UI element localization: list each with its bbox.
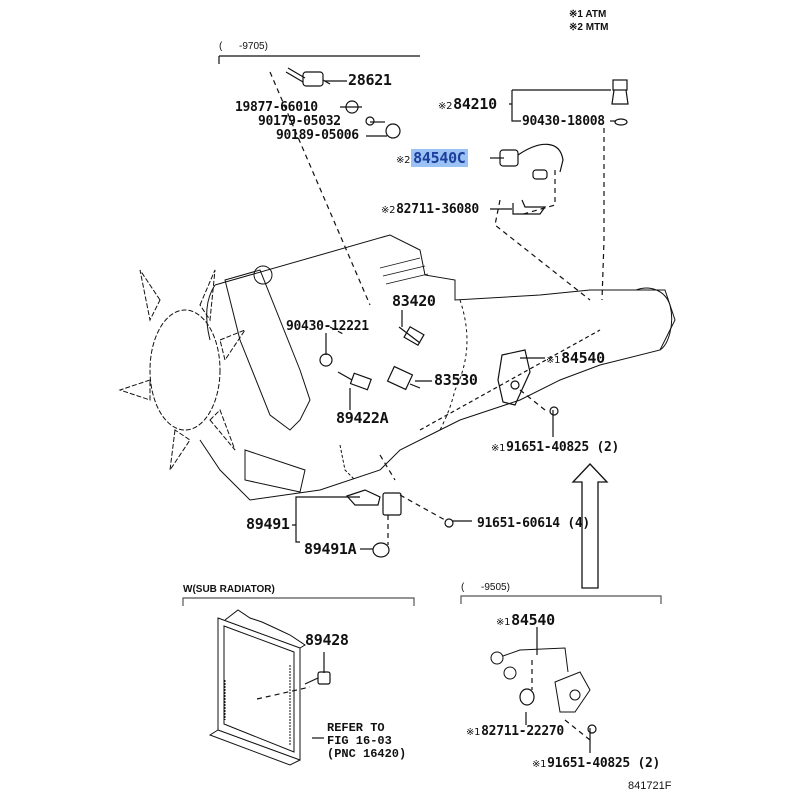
part-83420-switch — [398, 325, 425, 347]
part-84540-neutral-switch — [497, 349, 531, 406]
part-label-19877-66010[interactable]: 19877-66010 — [235, 100, 318, 115]
part-number: 91651-40825 (2) — [547, 756, 661, 771]
range-bottom-right: ( -9505) — [461, 582, 510, 593]
atm-mtm-mark: ※2 — [381, 205, 396, 216]
refer-note[interactable]: REFER TO FIG 16-03 (PNC 16420) — [327, 722, 406, 761]
legend-mark-2: ※2 — [569, 22, 583, 33]
part-83530-switch — [386, 365, 421, 391]
part-90430-18008-gasket — [614, 118, 628, 126]
part-label-91651-60614[interactable]: 91651-60614 (4) — [477, 516, 590, 531]
part-label-91651-40825-sub[interactable]: ※191651-40825 (2) — [532, 756, 660, 772]
part-89491-bracket — [345, 489, 402, 516]
up-arrow-icon — [571, 463, 609, 589]
range-top-left: ( -9705) — [219, 41, 268, 52]
part-82711-22270-clamp — [519, 688, 535, 706]
illustration-id: 841721F — [628, 780, 672, 792]
atm-mtm-mark: ※2 — [438, 101, 453, 112]
part-82711-36080-clamp — [512, 199, 547, 215]
legend-mtm: ※2 MTM — [569, 22, 609, 33]
part-label-82711-22270[interactable]: ※182711-22270 — [466, 724, 564, 740]
bracket-sub-radiator — [182, 597, 415, 606]
group-sub-radiator: W(SUB RADIATOR) — [183, 584, 275, 595]
engine-transmission-outline — [199, 234, 676, 501]
part-number: 84540 — [511, 611, 555, 629]
atm-mtm-mark: ※1 — [466, 727, 481, 738]
part-89428-sensor — [304, 671, 331, 685]
legend-atm: ※1 ATM — [569, 9, 606, 20]
legend-mark-1: ※1 — [569, 9, 583, 20]
part-label-91651-40825[interactable]: ※191651-40825 (2) — [491, 440, 619, 456]
refer-line-3: (PNC 16420) — [327, 747, 407, 761]
refer-line-2: FIG 16-03 — [327, 734, 392, 748]
atm-mtm-mark: ※1 — [491, 443, 506, 454]
part-84210-switch — [611, 79, 629, 105]
part-number: 82711-36080 — [396, 202, 479, 217]
part-84540-atm-switch-assembly — [490, 647, 591, 713]
part-90179-05032 — [365, 116, 375, 126]
part-label-84540-sub[interactable]: ※184540 — [496, 613, 555, 630]
fan-illustration — [118, 269, 247, 471]
part-number: 84210 — [453, 95, 497, 113]
legend-text-atm: ATM — [585, 9, 607, 20]
part-91651-40825-bolt — [549, 406, 559, 416]
refer-line-1: REFER TO — [327, 721, 385, 735]
part-label-83530[interactable]: 83530 — [434, 371, 478, 389]
part-84540C-sensor — [499, 143, 564, 180]
part-label-28621[interactable]: 28621 — [348, 71, 392, 89]
part-label-83420[interactable]: 83420 — [392, 292, 436, 310]
part-label-84210[interactable]: ※284210 — [438, 97, 497, 114]
part-number: 84540 — [561, 349, 605, 367]
part-91651-60614-bolt — [444, 518, 454, 528]
part-number: 82711-22270 — [481, 724, 564, 739]
part-89422A-sensor — [337, 371, 372, 391]
atm-mtm-mark: ※1 — [546, 355, 561, 366]
sub-radiator-illustration — [208, 609, 306, 766]
atm-mtm-mark: ※2 — [396, 155, 411, 166]
part-label-89491A[interactable]: 89491A — [304, 540, 357, 558]
solid-leaders — [292, 80, 616, 753]
atm-mtm-mark: ※1 — [532, 759, 547, 770]
part-label-90179-05032[interactable]: 90179-05032 — [258, 114, 341, 129]
part-91651-40825-sub-bolt — [587, 724, 597, 734]
atm-mtm-mark: ※1 — [496, 617, 511, 628]
part-label-82711-36080[interactable]: ※282711-36080 — [381, 202, 479, 218]
part-number-highlighted: 84540C — [411, 149, 468, 167]
part-89491A-grommet — [372, 542, 390, 558]
part-label-89491[interactable]: 89491 — [246, 515, 290, 533]
part-label-84540[interactable]: ※184540 — [546, 351, 605, 368]
bracket-bottom-right — [460, 595, 662, 604]
part-90189-05006 — [385, 123, 401, 139]
part-number: 91651-40825 (2) — [506, 440, 620, 455]
dashed-leaders — [256, 71, 605, 741]
legend-text-mtm: MTM — [585, 22, 609, 33]
part-label-90189-05006[interactable]: 90189-05006 — [276, 128, 359, 143]
part-label-89422A[interactable]: 89422A — [336, 409, 389, 427]
part-28621-sensor — [285, 67, 331, 87]
part-19877-66010 — [345, 100, 359, 114]
part-90430-12221-gasket — [319, 353, 333, 367]
part-label-90430-18008[interactable]: 90430-18008 — [522, 114, 605, 129]
part-label-90430-12221[interactable]: 90430-12221 — [286, 319, 369, 334]
part-label-89428[interactable]: 89428 — [305, 631, 349, 649]
bracket-top-left — [218, 55, 420, 64]
